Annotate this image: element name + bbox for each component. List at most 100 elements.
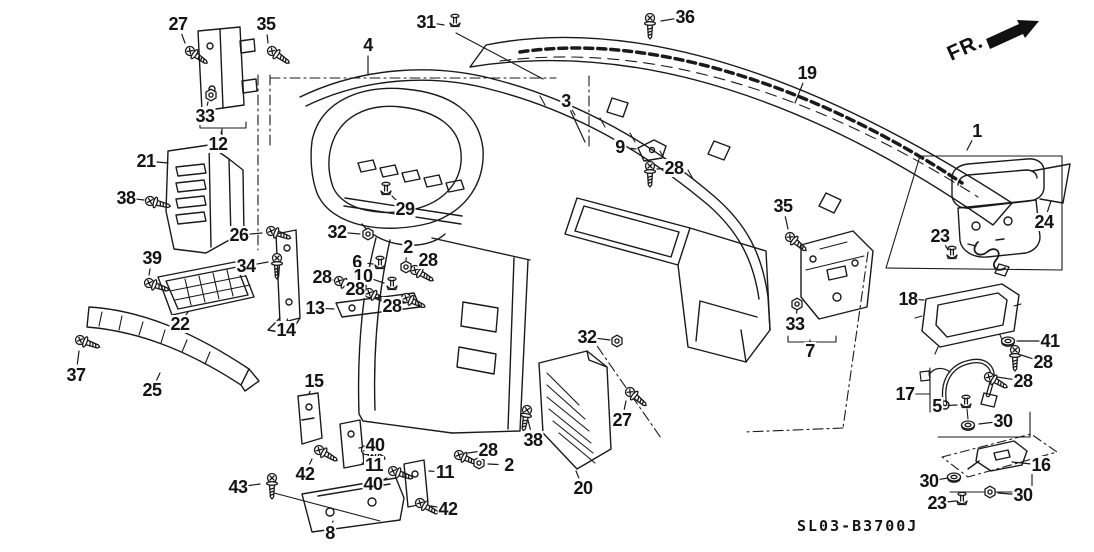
part-callout-33: 33 [784,314,806,334]
part-24-lid-flap [1031,163,1071,204]
screw-icon [311,442,341,466]
part-callout-8: 8 [324,523,336,543]
part-15-bracket [297,392,323,445]
part-callout-28: 28 [477,440,499,460]
screw-icon [643,12,657,40]
leader-line-21 [156,161,169,164]
part-callout-6: 6 [351,252,363,272]
leader-line-40 [382,477,388,481]
leader-line-39 [148,268,151,276]
part-callout-36: 36 [674,7,696,27]
grommet-icon [1000,336,1016,347]
part-callout-14: 14 [275,320,297,340]
part-callout-28: 28 [381,296,403,316]
part-callout-17: 17 [894,384,916,404]
part-callout-16: 16 [1030,455,1052,475]
leader-line-23 [947,500,957,503]
leader-line-30 [939,477,949,480]
part-callout-28: 28 [663,158,685,178]
leader-line-9 [630,147,637,150]
part-callout-15: 15 [303,371,325,391]
leader-line-16 [1011,461,1031,465]
part-callout-34: 34 [235,256,257,276]
part-callout-9: 9 [614,137,626,157]
leader-line-22 [185,311,189,316]
screw-icon [622,384,651,411]
leader-line-31 [436,23,445,26]
clip-icon [374,255,386,270]
clip-icon [960,394,972,409]
leader-line-28 [1020,354,1034,360]
clip-icon [380,181,392,196]
part-callout-40: 40 [362,474,384,494]
part-20-lower-cover [538,350,612,470]
leader-line-43 [248,483,261,487]
leader-line-38 [136,198,145,201]
leader-line-30 [997,492,1013,495]
leader-line-10 [372,278,385,284]
screw-icon [73,332,103,353]
part-callout-18: 18 [897,289,919,309]
screw-icon [1008,344,1022,372]
part-callout-30: 30 [1012,485,1034,505]
screw-icon [981,369,1011,393]
nut-icon [791,297,803,311]
part-callout-39: 39 [141,248,163,268]
construction-dash-dot-lines [257,74,869,439]
part-callout-28: 28 [311,267,333,287]
part-callout-28: 28 [344,279,366,299]
part-callout-38: 38 [522,430,544,450]
nut-icon [984,485,996,499]
part-callout-30: 30 [992,411,1014,431]
leader-line-23 [944,244,949,251]
part-14-bracket [267,229,301,335]
part-19-defroster-molding [469,36,1013,226]
part-callout-42: 42 [294,464,316,484]
leader-lines [76,18,1052,523]
part-11-bracket-left [339,419,365,469]
leader-line-32 [597,337,611,341]
leader-line-36 [660,18,675,22]
leader-line-25 [156,372,161,381]
part-callout-7: 7 [804,341,816,361]
part-callout-38: 38 [115,188,137,208]
part-9-clip-bracket [637,139,667,162]
part-callout-30: 30 [918,471,940,491]
clip-icon [946,245,958,260]
screw-icon [182,43,211,69]
part-7-side-bracket [800,230,874,320]
part-callout-27: 27 [611,410,633,430]
nut-icon [611,334,623,348]
leader-line-3 [570,110,586,143]
part-callout-25: 25 [141,380,163,400]
part-callout-20: 20 [572,478,594,498]
part-callout-43: 43 [227,477,249,497]
leader-line-15 [308,390,311,395]
part-18-lid-frame [914,283,1022,355]
part-callout-23: 23 [926,493,948,513]
leader-line-34 [256,261,269,265]
screw-icon [643,160,657,188]
leader-line-1 [966,140,973,151]
part-callout-41: 41 [1039,331,1061,351]
part-22-center-vent [157,260,255,316]
part-callout-23: 23 [929,226,951,246]
part-callout-24: 24 [1033,212,1055,232]
leader-line-20 [575,470,580,479]
part-callout-29: 29 [394,199,416,219]
grommet-icon [960,420,976,431]
leader-line-30 [978,421,993,425]
screw-icon [142,275,172,296]
part-3-instrument-panel [299,69,771,434]
screw-icon [143,193,173,213]
clip-icon [386,276,398,291]
part-callout-5: 5 [931,396,943,416]
leader-line-26 [249,232,263,235]
group-bracket-lines [199,32,1033,522]
part-25-lower-trim [86,306,260,392]
part-callout-28: 28 [417,250,439,270]
part-12-bracket [197,26,258,112]
leader-line-37 [76,350,80,365]
